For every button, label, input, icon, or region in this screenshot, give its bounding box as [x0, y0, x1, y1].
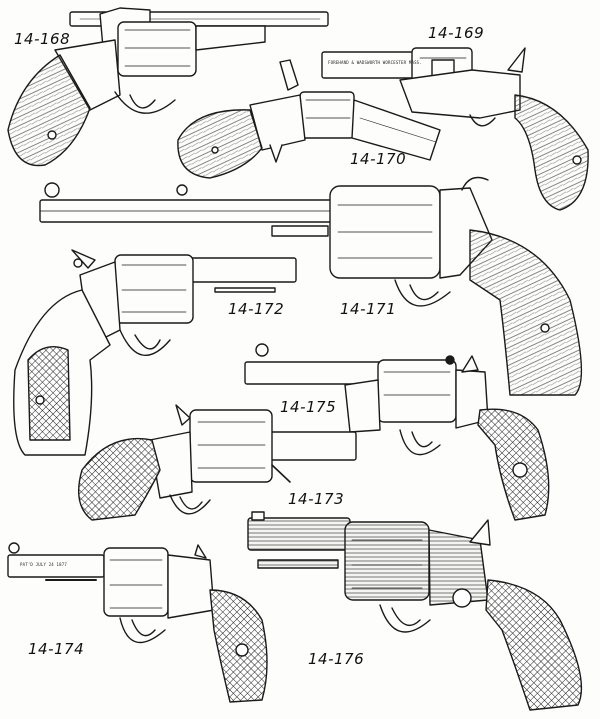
revolver-14-170	[177, 59, 441, 179]
revolver-14-176	[247, 511, 583, 711]
label-14-172: 14-172	[228, 300, 285, 318]
barrel-stamp-14-169: FOREHAND & WADSWORTH WORCESTER MASS.	[328, 60, 422, 65]
label-14-176: 14-176	[308, 650, 365, 668]
revolver-14-168	[7, 7, 329, 167]
revolver-14-173	[78, 404, 357, 521]
revolver-14-175	[244, 343, 550, 521]
label-14-171: 14-171	[340, 300, 397, 318]
label-14-168: 14-168	[14, 30, 71, 48]
revolver-14-174	[7, 542, 268, 703]
barrel-stamp-14-174: PAT'D JULY 24 1877	[20, 562, 67, 567]
label-14-175: 14-175	[280, 398, 337, 416]
revolver-14-171	[39, 176, 583, 396]
revolver-14-172	[13, 249, 297, 456]
label-14-169: 14-169	[428, 24, 485, 42]
label-14-173: 14-173	[288, 490, 345, 508]
revolver-14-169	[321, 47, 589, 211]
label-14-170: 14-170	[350, 150, 407, 168]
label-14-174: 14-174	[28, 640, 85, 658]
